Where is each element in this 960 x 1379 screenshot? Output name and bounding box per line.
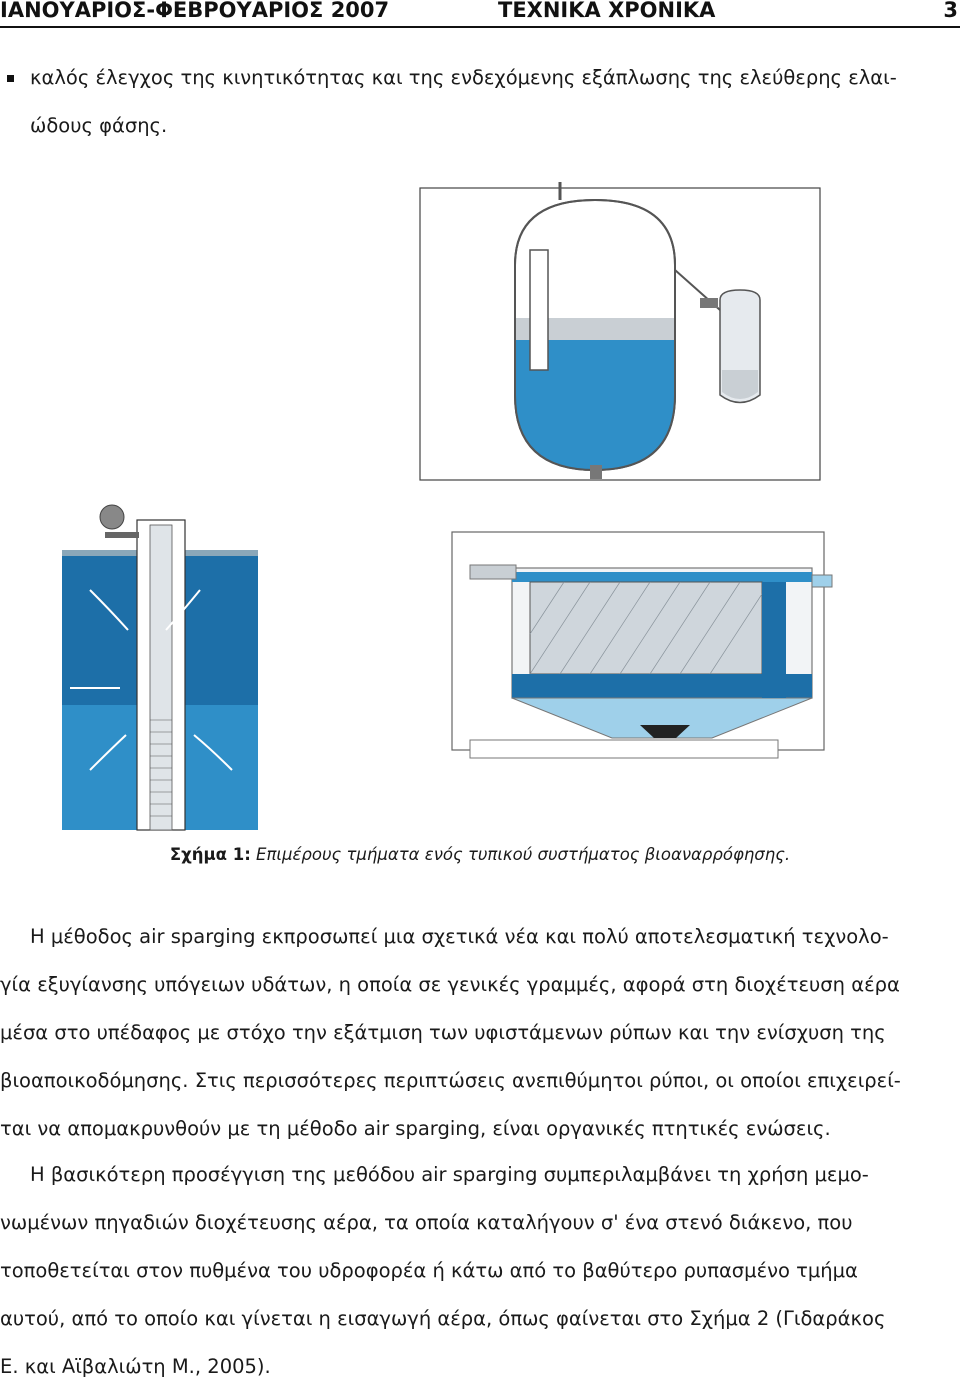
bullet-icon bbox=[7, 75, 14, 82]
body-line-5: ται να απομακρυνθούν με τη μέθοδο air sp… bbox=[0, 1117, 831, 1140]
body-line-4: βιοαποικοδόμησης. Στις περισσότερες περι… bbox=[0, 1069, 901, 1092]
figure-1 bbox=[0, 180, 960, 840]
page-header: ΙΑΝΟΥΑΡΙΟΣ-ΦΕΒΡΟΥΑΡΙΟΣ 2007 ΤΕΧΝΙΚΑ ΧΡΟΝ… bbox=[0, 0, 960, 28]
figure-caption: Σχήμα 1: Επιμέρους τμήματα ενός τυπικού … bbox=[0, 845, 960, 864]
body-line-3: μέσα στο υπέδαφος με στόχο την εξάτμιση … bbox=[0, 1021, 886, 1044]
body-line-8: τοποθετείται στον πυθμένα του υδροφορέα … bbox=[0, 1259, 858, 1282]
body-line-1: Η μέθοδος air sparging εκπροσωπεί μια σχ… bbox=[30, 925, 889, 948]
page-number: 3 bbox=[943, 0, 958, 22]
header-date: ΙΑΝΟΥΑΡΙΟΣ-ΦΕΒΡΟΥΑΡΙΟΣ 2007 bbox=[0, 0, 390, 22]
caption-label: Σχήμα 1: bbox=[169, 845, 251, 864]
bullet-line-2: ώδους φάσης. bbox=[30, 114, 168, 137]
body-line-7: νωμένων πηγαδιών διοχέτευσης αέρα, τα οπ… bbox=[0, 1211, 853, 1234]
header-journal: ΤΕΧΝΙΚΑ ΧΡΟΝΙΚΑ bbox=[498, 0, 716, 22]
body-line-2: γία εξυγίανσης υπόγειων υδάτων, η οποία … bbox=[0, 973, 900, 996]
body-line-10: Ε. και Αϊβαλιώτη Μ., 2005). bbox=[0, 1355, 271, 1378]
bullet-line-1: καλός έλεγχος της κινητικότητας και της … bbox=[30, 66, 897, 89]
body-line-6: Η βασικότερη προσέγγιση της μεθόδου air … bbox=[30, 1163, 869, 1186]
body-line-9: αυτού, από το οποίο και γίνεται η εισαγω… bbox=[0, 1307, 886, 1330]
caption-text: Επιμέρους τμήματα ενός τυπικού συστήματο… bbox=[250, 845, 791, 864]
figure-1-diagram bbox=[62, 182, 833, 831]
